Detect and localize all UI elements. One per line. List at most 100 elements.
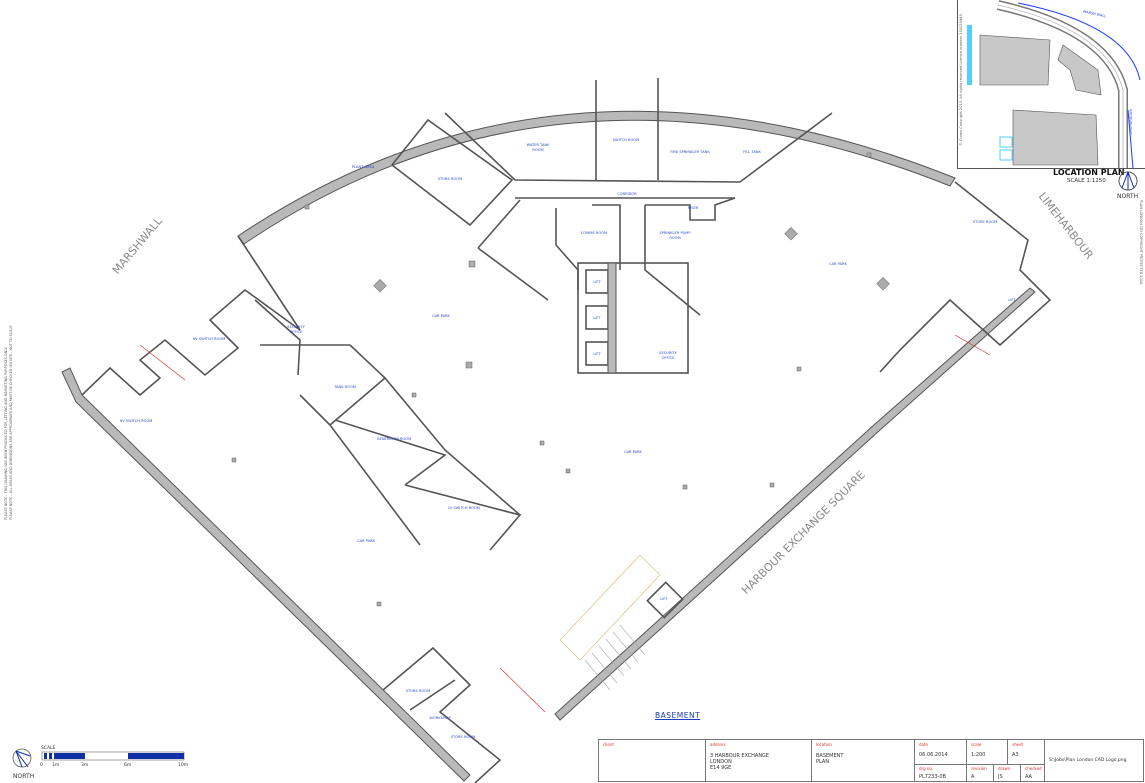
lift-south: [646, 581, 684, 619]
address-value: 3 HARBOUR EXCHANGE LONDON E14 9GE: [710, 753, 770, 771]
title-block: client address 3 HARBOUR EXCHANGE LONDON…: [598, 739, 1144, 782]
location-north-label: NORTH: [1117, 193, 1139, 200]
store-room-nw-walls: [391, 118, 514, 227]
scale-label: scale: [971, 742, 982, 747]
street-label-limeharbour: LIMEHARBOUR: [1036, 190, 1096, 262]
side-note-right: PLAN LONDON LTD COPYRIGHT PROTECTED 2004: [1139, 200, 1143, 284]
room-label-water-tank-room-2: ROOM: [532, 148, 543, 152]
location-plan-title: LOCATION PLAN: [1053, 168, 1125, 177]
room-label-store-room-ne: STORE ROOM: [973, 220, 997, 224]
title-block-revision: revision A: [967, 764, 994, 782]
title-block-drawn: drawn JS: [994, 764, 1021, 782]
sheet-label: sheet: [1012, 742, 1024, 747]
scale-tick: 0: [40, 763, 43, 768]
room-label-car-park: CAR PARK: [829, 262, 847, 266]
title-block-drg-no: drg no. PL7233-0B: [915, 764, 967, 782]
scale-tick: 3m: [81, 763, 89, 768]
revision-label: revision: [971, 766, 987, 771]
south-stairs: [584, 624, 646, 691]
room-label-store-room-s2: STORE ROOM: [451, 735, 475, 739]
room-label-switch-room: SWITCH ROOM: [613, 138, 640, 142]
location-value: BASEMENT PLAN: [816, 753, 844, 765]
core-spine-wall: [607, 262, 617, 374]
room-label-plant-area: PLANT AREA: [352, 165, 375, 169]
north-curved-wall: [237, 110, 956, 245]
room-label-hv-switch-room-2: HV SWITCH ROOM: [120, 419, 153, 423]
ramp-outline: [559, 554, 661, 661]
room-label-generator-room: GENERATOR ROOM: [377, 437, 411, 441]
room-label-water-tank-room: WATER TANK: [526, 143, 550, 147]
room-label-security-office-w: SECURITY: [287, 325, 305, 329]
room-label-car-park: CAR PARK: [357, 539, 375, 543]
checked-label: checked: [1025, 766, 1042, 771]
logo-path: S:\Jobs\Plan London CAD Logo.png: [1049, 758, 1127, 763]
drawn-value: JS: [998, 774, 1003, 780]
map-road-label-2: LIMEHARBOUR: [1128, 109, 1133, 135]
room-label-riser: RISER: [688, 206, 699, 210]
title-block-divider: [915, 764, 1045, 765]
scale-tick: 1m: [52, 763, 60, 768]
location-map-drawing: [967, 0, 1141, 168]
title-block-scale: scale 1:200: [967, 740, 1008, 764]
north-label: NORTH: [13, 773, 35, 780]
level-title: BASEMENT: [655, 711, 701, 720]
corridor-walls: [477, 197, 736, 316]
checked-value: AA: [1025, 774, 1032, 780]
title-block-sheet: sheet A3: [1008, 740, 1045, 764]
title-block-client: client: [599, 740, 706, 782]
room-label-lift: LIFT: [593, 316, 601, 320]
west-wall: [61, 367, 471, 782]
structural-columns: [231, 152, 890, 607]
room-label-fill-tank: FILL TANK: [743, 150, 761, 154]
room-label-sprinkler-pump-room-2: ROOM: [669, 236, 680, 240]
title-block-address: address 3 HARBOUR EXCHANGE LONDON E14 9G…: [706, 740, 812, 782]
fire-escape-line: [499, 667, 546, 713]
side-note-left-2: PLEASE NOTE - ALL AREAS AND DIMENSIONS A…: [9, 325, 13, 520]
room-label-hv-switch-room: HV SWITCH ROOM: [193, 337, 226, 341]
drg-no-value: PL7233-0B: [919, 774, 946, 780]
scale-bar: [41, 751, 185, 761]
room-label-security-office-2: OFFICE: [662, 356, 676, 360]
revision-value: A: [971, 774, 975, 780]
room-label-lift-s: LIFT: [660, 597, 668, 601]
side-note-left-1: PLEASE NOTE - THIS DRAWING HAS BEEN PROD…: [4, 346, 8, 520]
core-lift-block: [577, 262, 689, 374]
room-label-tank-room: TANK ROOM: [333, 385, 356, 389]
title-block-location: location BASEMENT PLAN: [812, 740, 915, 782]
map-copyright: © Crown Copyright 2013. All rights reser…: [959, 14, 963, 146]
scale-title: SCALE: [41, 746, 56, 751]
scale-tick: 6m: [124, 763, 132, 768]
room-label-lv-switch-room: LV SWITCH ROOM: [448, 506, 480, 510]
east-wall: [554, 287, 1036, 721]
address-label: address: [710, 742, 726, 747]
room-label-lift-ne: LIFT: [1008, 298, 1016, 302]
room-label-lift: LIFT: [593, 352, 601, 356]
north-rooms-walls: [444, 78, 833, 183]
room-label-car-park: CAR PARK: [432, 314, 450, 318]
title-block-date: date 06.06.2014: [915, 740, 967, 764]
room-label-security-office-w-2: OFFICE: [290, 330, 304, 334]
drg-no-label: drg no.: [919, 766, 934, 771]
room-label-store-room-s: STORE ROOM: [406, 689, 430, 693]
room-label-sprinkler-pump-room: SPRINKLER PUMP: [659, 231, 691, 235]
room-label-corridor: CORRIDOR: [617, 192, 637, 196]
room-label-fire-sprinkler-tank: FIRE SPRINKLER TANK: [670, 150, 710, 154]
location-label: location: [816, 742, 832, 747]
date-label: date: [919, 742, 929, 747]
street-label-marshwall: MARSHWALL: [110, 214, 165, 277]
scale-value: 1:200: [971, 752, 986, 758]
west-service-rooms-walls: [254, 299, 522, 551]
scale-tick: 10m: [178, 763, 189, 768]
fire-escape-line-east: [954, 334, 991, 356]
room-label-lift: LIFT: [593, 280, 601, 284]
generator-room-walls: [384, 377, 521, 516]
room-label-security-office: SECURITY: [659, 351, 677, 355]
location-north-arrow-icon: [1118, 171, 1138, 191]
date-value: 06.06.2014: [919, 752, 948, 758]
east-wing: [879, 181, 1052, 373]
room-label-car-park: CAR PARK: [624, 450, 642, 454]
room-label-comms-room: COMMS ROOM: [581, 231, 607, 235]
fire-escape-line-west: [139, 344, 186, 381]
title-block-checked: checked AA: [1021, 764, 1045, 782]
